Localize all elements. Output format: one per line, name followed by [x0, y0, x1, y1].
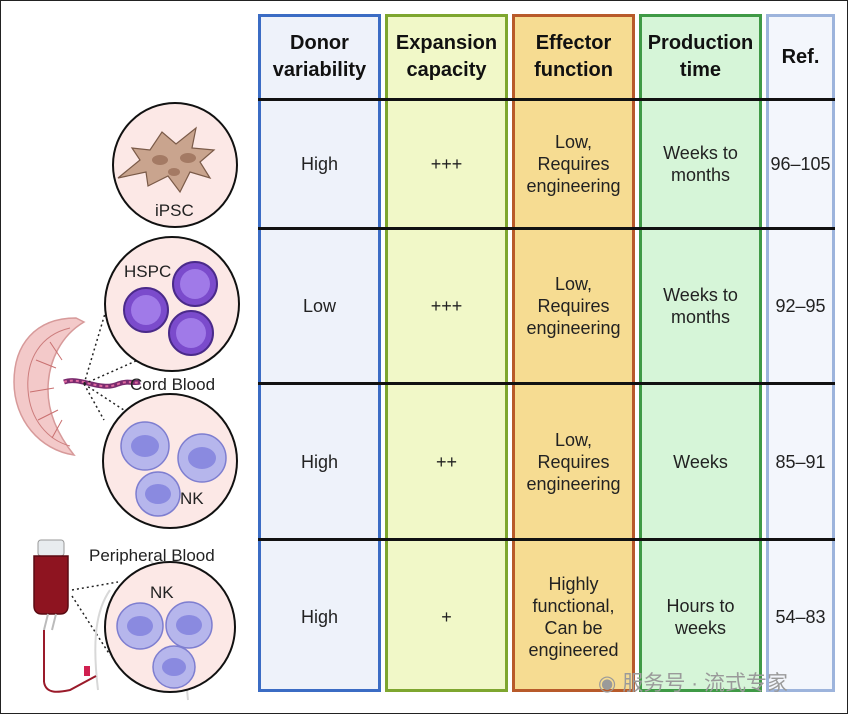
row-divider: [258, 538, 835, 541]
cell-hspc-expansion-capacity: +++: [430, 296, 463, 316]
hspc-cells-icon: [104, 236, 240, 372]
label-peripheral-blood: Peripheral Blood: [89, 546, 215, 565]
column-ref: [766, 14, 835, 692]
placenta-icon: [13, 317, 141, 457]
cell-ipsc-effector-function: Low, Requires engineering: [526, 132, 621, 196]
cell-cb-nk-production-time: Weeks: [673, 451, 728, 472]
header-expansion-capacity: Expansion capacity: [395, 32, 498, 81]
watermark-text: 服务号 · 流式专家: [622, 672, 788, 695]
nk-cells-icon: [102, 393, 238, 529]
pb-nk-cells-icon: [104, 561, 236, 693]
cell-ipsc-production-time: Weeks to months: [663, 143, 738, 185]
cell-source-illustrations: [13, 102, 240, 701]
watermark: ◉服务号 · 流式专家: [598, 667, 788, 697]
cell-hspc-ref: 92–95: [775, 296, 826, 316]
header-donor-variability: Donor variability: [272, 32, 367, 81]
cell-hspc-production-time: Weeks to months: [663, 285, 738, 327]
label-pb-nk: NK: [150, 583, 174, 602]
label-cord-blood: Cord Blood: [130, 375, 216, 394]
wechat-icon: ◉: [598, 672, 617, 695]
label-cb-nk: NK: [180, 489, 204, 508]
header-ref: Ref.: [781, 45, 820, 68]
row-divider: [258, 98, 835, 101]
cell-ipsc-ref: 96–105: [770, 154, 831, 174]
cell-pb-nk-production-time: Hours to weeks: [666, 595, 735, 638]
cell-pb-nk-ref: 54–83: [775, 606, 826, 627]
cell-pb-nk-expansion-capacity: +: [441, 606, 452, 627]
cell-hspc-donor-variability: Low: [302, 296, 337, 316]
cell-pb-nk-effector-function: Highly functional, Can be engineered: [528, 573, 619, 660]
row-divider: [258, 227, 835, 230]
label-ipsc: iPSC: [155, 201, 194, 220]
cell-cb-nk-effector-function: Low, Requires engineering: [526, 429, 621, 494]
cell-hspc-effector-function: Low, Requires engineering: [526, 274, 621, 338]
header-effector-function: Effector function: [534, 32, 613, 81]
header-production-time: Production time: [647, 32, 754, 81]
cell-cb-nk-expansion-capacity: ++: [435, 451, 458, 472]
cell-pb-nk-donor-variability: High: [300, 606, 339, 627]
column-production-time: [639, 14, 762, 692]
row-divider: [258, 382, 835, 385]
cell-cb-nk-donor-variability: High: [300, 451, 339, 472]
column-expansion-capacity: [385, 14, 508, 692]
label-hspc: HSPC: [124, 262, 172, 281]
column-donor-variability: [258, 14, 381, 692]
cell-ipsc-expansion-capacity: +++: [430, 154, 463, 174]
cell-ipsc-donor-variability: High: [300, 154, 339, 174]
column-effector-function: [512, 14, 635, 692]
cell-cb-nk-ref: 85–91: [775, 451, 826, 472]
ipsc-cells-icon: [112, 102, 238, 228]
